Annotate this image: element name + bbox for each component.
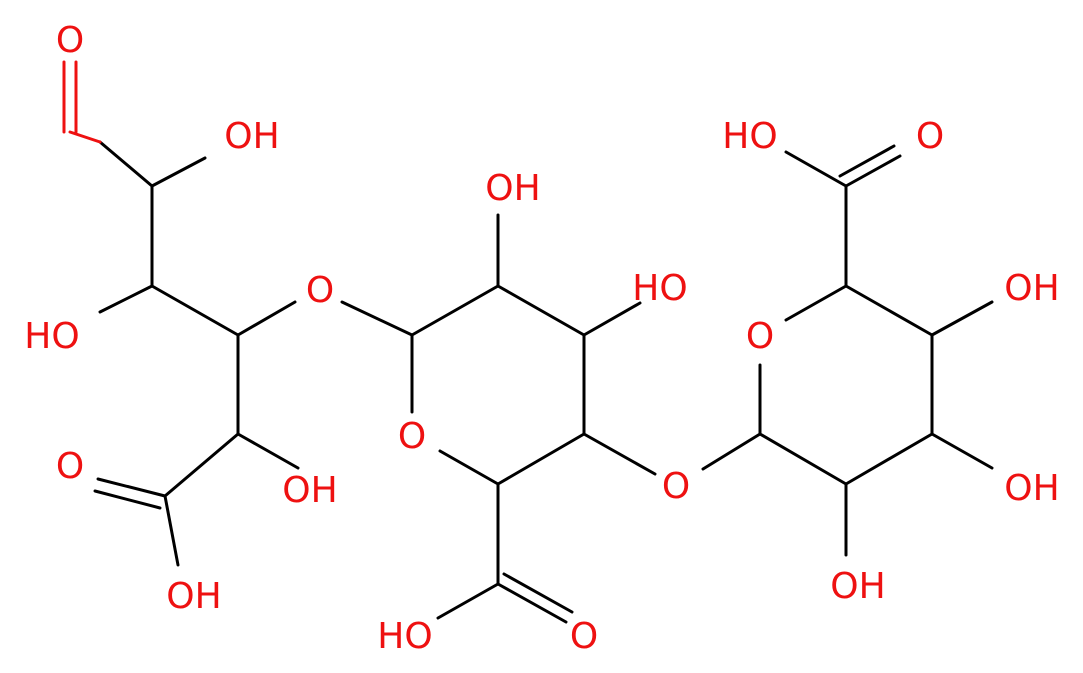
hydroxyl-label: OH xyxy=(485,168,540,209)
hydroxyl-label: HO xyxy=(24,316,79,357)
bond xyxy=(701,432,762,471)
bond xyxy=(930,300,994,337)
aldehyde-oxygen-label: O xyxy=(56,20,84,61)
carboxyl-hydroxyl-label: HO xyxy=(377,616,432,657)
bond xyxy=(496,582,568,624)
bond xyxy=(436,582,500,620)
bond xyxy=(582,301,642,337)
bond xyxy=(236,432,300,470)
bond xyxy=(758,432,848,486)
carbonyl-oxygen-label: O xyxy=(570,616,598,657)
ring-oxygen-label: O xyxy=(398,416,426,457)
bond xyxy=(844,154,902,188)
ring-oxygen-label: O xyxy=(746,316,774,357)
bond xyxy=(68,130,102,144)
bond xyxy=(502,572,574,614)
hydroxyl-label: OH xyxy=(282,470,337,511)
bond xyxy=(93,489,162,510)
glycosidic-oxygen-label: O xyxy=(662,466,690,507)
bond-layer xyxy=(93,140,994,624)
bond xyxy=(582,432,657,476)
hydroxyl-label: HO xyxy=(632,268,687,309)
hydroxyl-label: OH xyxy=(224,116,279,157)
hydroxyl-label: OH xyxy=(830,566,885,607)
hydroxyl-label: OH xyxy=(1004,268,1059,309)
bond xyxy=(150,156,207,188)
bond xyxy=(784,284,848,322)
bond xyxy=(496,284,586,337)
bond xyxy=(410,284,500,337)
bond xyxy=(98,284,154,314)
bond xyxy=(163,494,180,567)
hydroxyl-label: OH xyxy=(1004,468,1059,509)
bond xyxy=(838,144,896,178)
carboxyl-hydroxyl-label: OH xyxy=(166,576,221,617)
bond xyxy=(844,432,934,486)
bond xyxy=(163,432,240,498)
bond xyxy=(438,449,500,486)
atom-label-layer: O OH HO O OH O OH OH HO O HO O O HO O O … xyxy=(24,20,1059,657)
bond xyxy=(150,284,240,337)
bond xyxy=(340,300,414,337)
bond xyxy=(930,432,994,470)
carboxyl-hydroxyl-label: HO xyxy=(722,116,777,157)
carbonyl-oxygen-label: O xyxy=(56,446,84,487)
carbonyl-oxygen-label: O xyxy=(916,116,944,157)
glycosidic-oxygen-label: O xyxy=(306,270,334,311)
bond xyxy=(236,300,297,337)
bond xyxy=(784,150,848,188)
bond xyxy=(98,140,154,188)
oxygen-bond-layer xyxy=(62,60,102,144)
bond xyxy=(844,284,934,337)
bond xyxy=(496,432,586,486)
bond xyxy=(96,477,167,498)
